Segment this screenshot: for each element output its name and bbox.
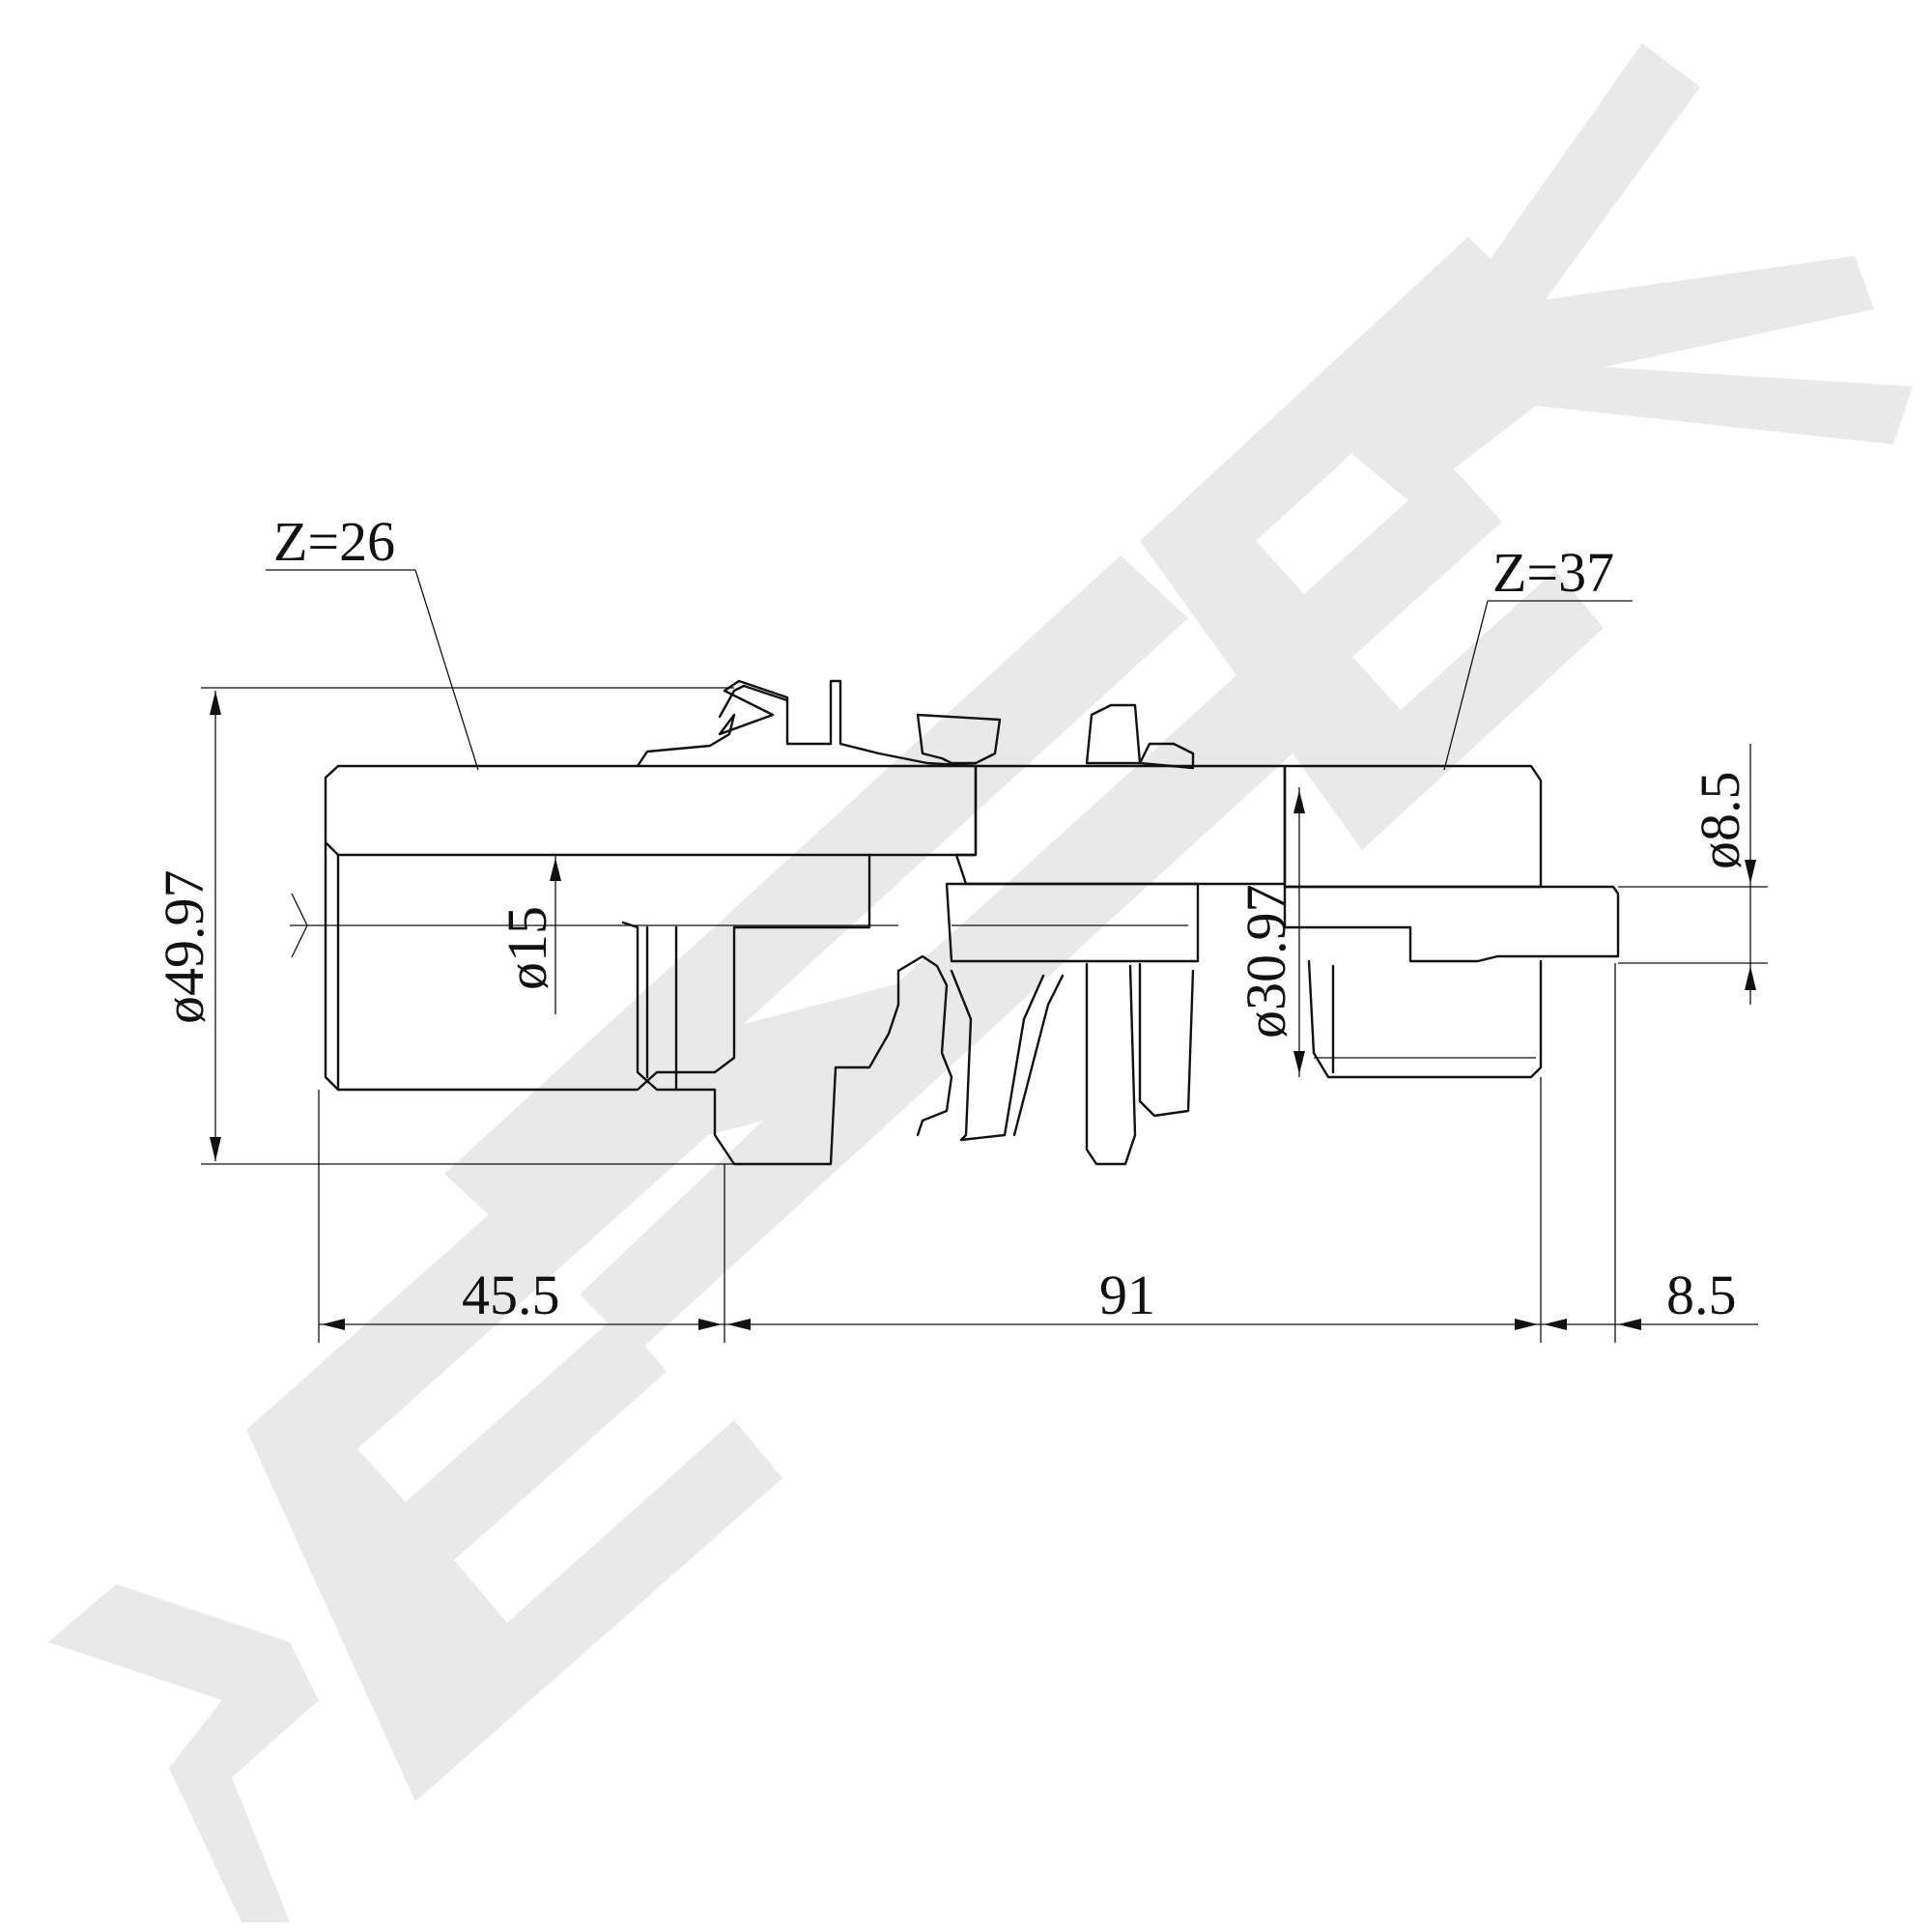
mid-diameter-label: ø30.97 [1235, 885, 1297, 1039]
gear-right-label: Z=37 [1492, 541, 1614, 604]
dimension-lines [201, 569, 1768, 1343]
length-left-label: 45.5 [462, 1264, 560, 1326]
shaft-right-section [1283, 764, 1620, 963]
watermark-letter-e [246, 1014, 782, 1802]
watermark-letter-z [48, 1584, 319, 1922]
bore-diameter-label: ø15 [496, 906, 558, 990]
gear-left-label: Z=26 [273, 510, 395, 573]
watermark-logo [48, 43, 1913, 1922]
watermark-letter-e2 [1140, 237, 1604, 850]
gear-collar [636, 679, 978, 768]
watermark-letter-k [1352, 43, 1913, 502]
length-mid-label: 91 [1099, 1264, 1155, 1326]
annotation-labels: Z=26 Z=37 45.5 91 8.5 ø49.97 ø15 ø30.97 … [153, 510, 1751, 1326]
outer-diameter-label: ø49.97 [153, 870, 215, 1025]
spring-top [916, 703, 1195, 770]
tip-diameter-label: ø8.5 [1689, 772, 1751, 870]
bore-axis [290, 893, 898, 958]
length-right-label: 8.5 [1666, 1264, 1737, 1326]
